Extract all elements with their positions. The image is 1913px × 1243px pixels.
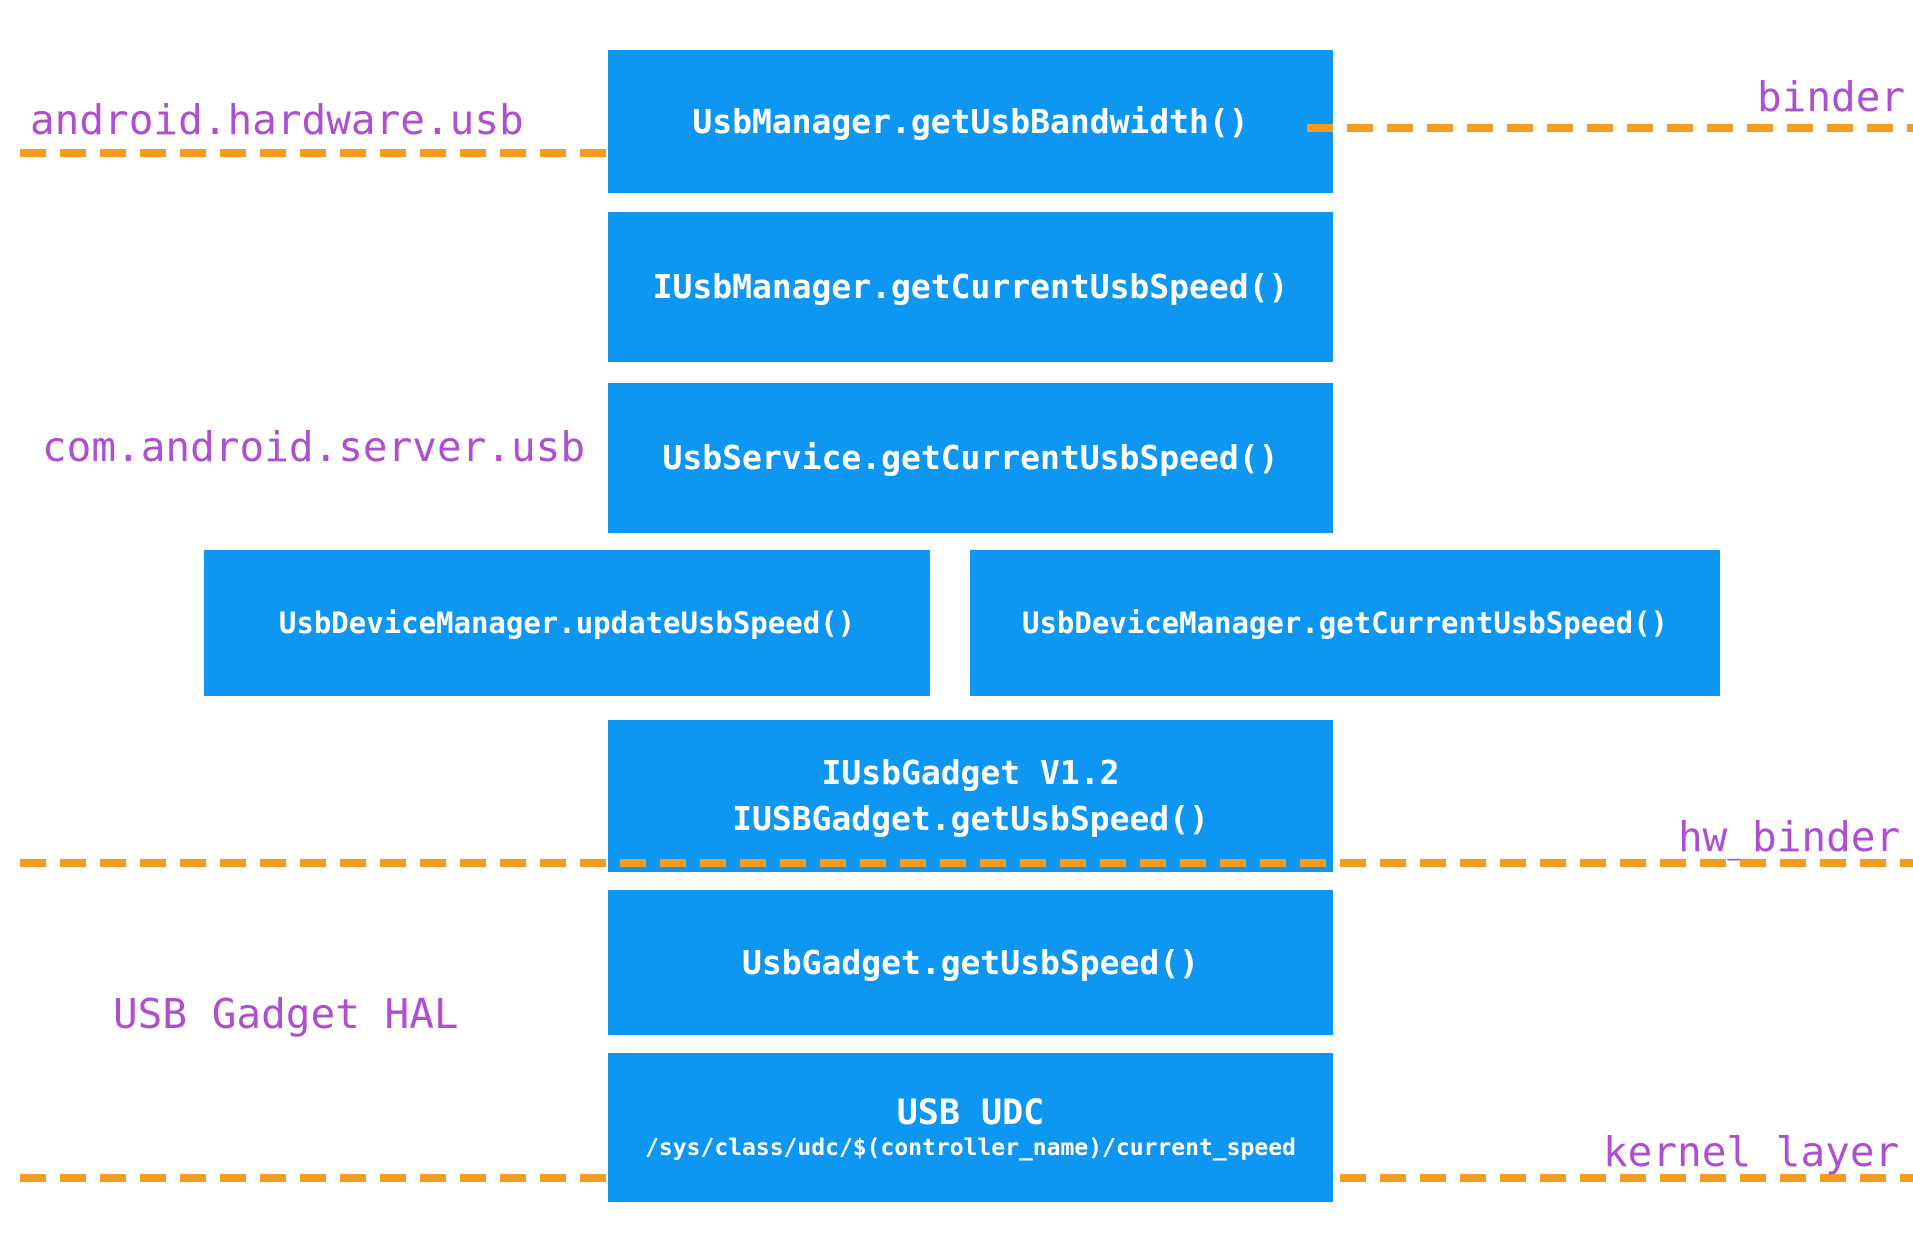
box-usbmanager-label: UsbManager.getUsbBandwidth() <box>692 101 1249 141</box>
box-iusbmanager-getcurrentusbspeed: IUsbManager.getCurrentUsbSpeed() <box>608 212 1333 362</box>
box-udm-update-label: UsbDeviceManager.updateUsbSpeed() <box>278 606 856 640</box>
box-udm-get-label: UsbDeviceManager.getCurrentUsbSpeed() <box>1021 606 1668 640</box>
box-iusbgadget-version-line: IUsbGadget V1.2 <box>821 753 1120 792</box>
box-usb-udc-sysfs-path: /sys/class/udc/$(controller_name)/curren… <box>645 1134 1296 1161</box>
box-usbservice-getcurrentusbspeed: UsbService.getCurrentUsbSpeed() <box>608 383 1333 533</box>
box-usbgadget-label: UsbGadget.getUsbSpeed() <box>742 942 1199 982</box>
box-usbdevicemanager-updateusbspeed: UsbDeviceManager.updateUsbSpeed() <box>204 550 930 696</box>
hw-binder-layer-dashed-line <box>20 859 1913 867</box>
box-usb-udc-title: USB UDC <box>896 1092 1045 1133</box>
binder-layer-dashed-line-left <box>20 149 608 157</box>
box-iusbgadget-getusbspeed: IUsbGadget V1.2 IUSBGadget.getUsbSpeed() <box>608 720 1333 872</box>
box-usbmanager-getusbbandwidth: UsbManager.getUsbBandwidth() <box>608 50 1333 193</box>
label-android-hardware-usb: android.hardware.usb <box>30 96 524 144</box>
box-usb-udc: USB UDC /sys/class/udc/$(controller_name… <box>608 1053 1333 1202</box>
label-usb-gadget-hal: USB Gadget HAL <box>113 990 459 1038</box>
box-usbgadget-getusbspeed: UsbGadget.getUsbSpeed() <box>608 890 1333 1035</box>
box-iusbmanager-label: IUsbManager.getCurrentUsbSpeed() <box>652 267 1289 306</box>
label-com-android-server-usb: com.android.server.usb <box>42 423 586 471</box>
binder-layer-dashed-line-right <box>1307 124 1913 132</box>
box-iusbgadget-method-line: IUSBGadget.getUsbSpeed() <box>732 799 1209 838</box>
box-usbdevicemanager-getcurrentusbspeed: UsbDeviceManager.getCurrentUsbSpeed() <box>970 550 1720 696</box>
label-hw-binder: hw_binder <box>1678 813 1901 861</box>
label-kernel-layer: kernel layer <box>1603 1128 1900 1176</box>
box-usbservice-label: UsbService.getCurrentUsbSpeed() <box>662 438 1279 477</box>
label-binder: binder <box>1757 73 1906 121</box>
